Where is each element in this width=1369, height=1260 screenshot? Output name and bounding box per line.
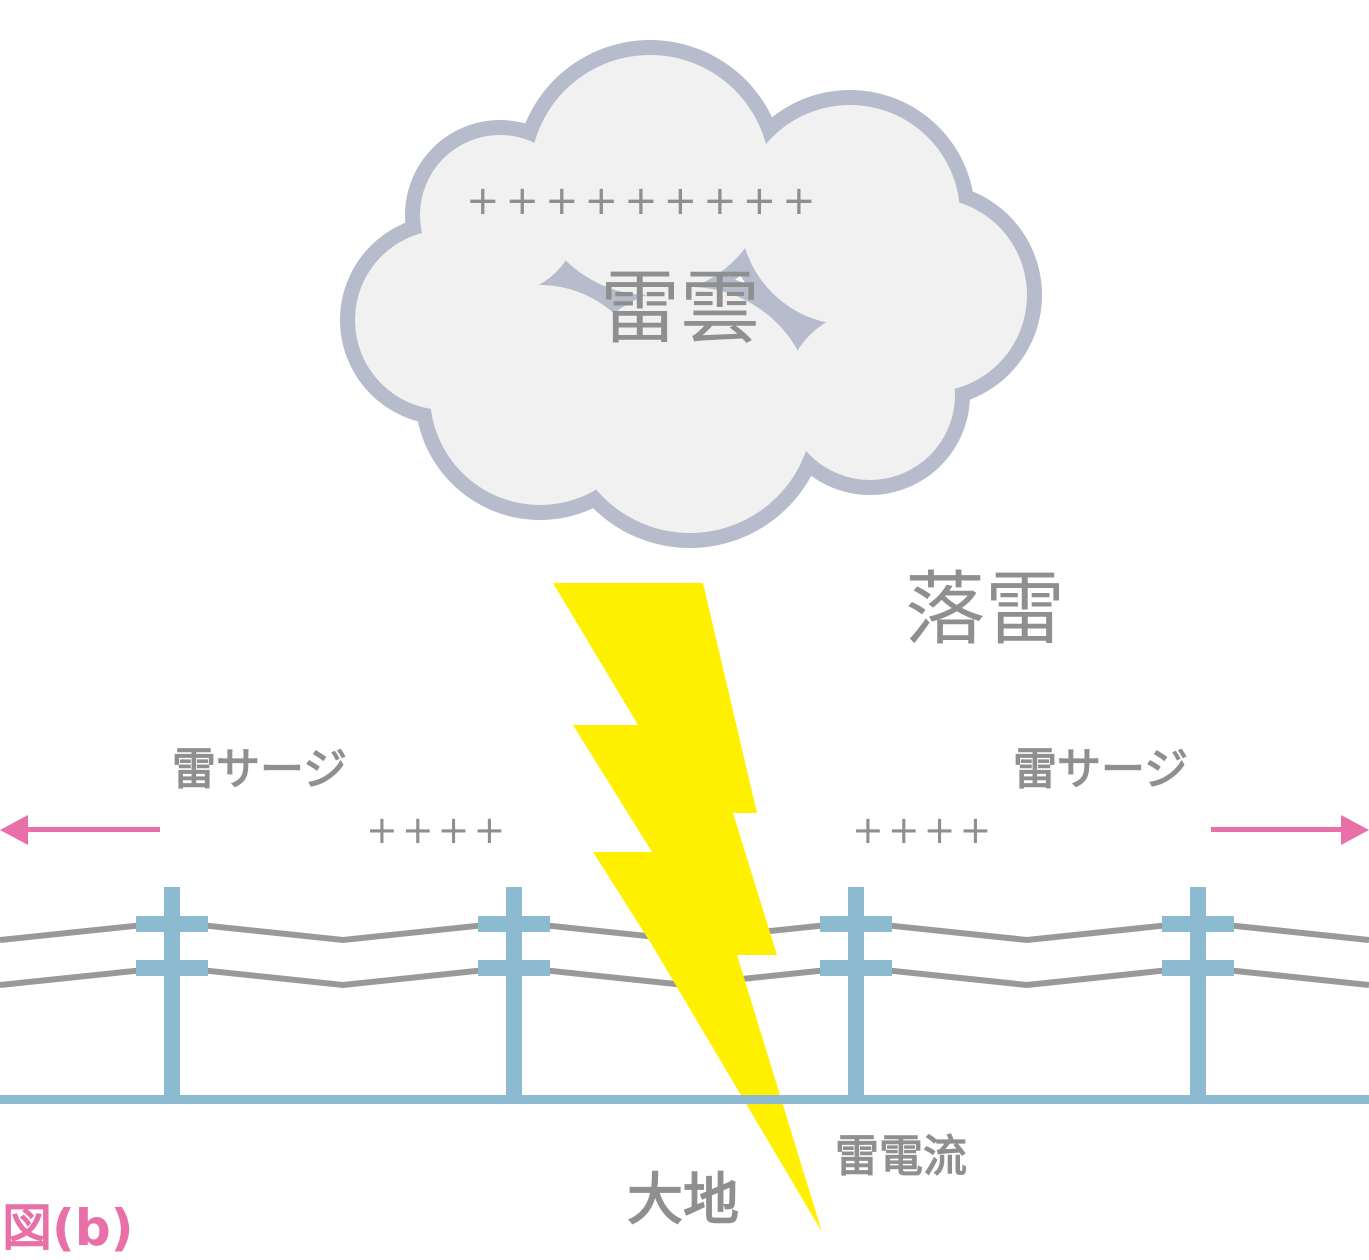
- thundercloud: [340, 40, 1042, 548]
- line-charges-right: ++++: [852, 808, 996, 852]
- utility-poles: [136, 887, 1234, 1100]
- current-label: 雷電流: [835, 1131, 967, 1182]
- surge-right-label: 雷サージ: [1013, 744, 1189, 795]
- surge-left-label: 雷サージ: [172, 744, 348, 795]
- cloud-label: 雷雲: [600, 262, 760, 355]
- line-charges-left: ++++: [366, 808, 510, 852]
- strike-label: 落雷: [905, 563, 1065, 656]
- cloud-charges: +++++++++: [466, 178, 822, 224]
- arrow-left-icon: [0, 815, 160, 845]
- arrow-right-icon: [1211, 815, 1369, 845]
- figure-label: 図(b): [2, 1199, 134, 1257]
- ground-label: 大地: [627, 1168, 739, 1233]
- ground-line: [0, 1095, 1369, 1104]
- lightning-bolt: [553, 583, 822, 1232]
